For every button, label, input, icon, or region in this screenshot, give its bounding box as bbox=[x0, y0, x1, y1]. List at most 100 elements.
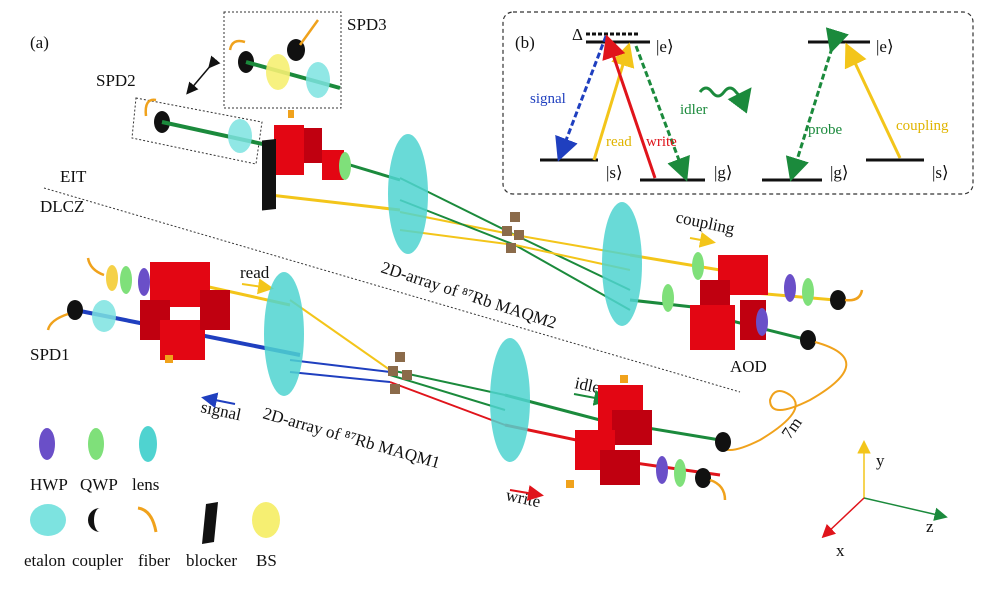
coupler-icon bbox=[67, 300, 83, 320]
coupler-icon bbox=[715, 432, 731, 452]
hwp-icon bbox=[138, 268, 150, 296]
spd3-label: SPD3 bbox=[347, 15, 387, 34]
legend-qwp-icon bbox=[88, 428, 104, 460]
probe-label-b: probe bbox=[808, 122, 842, 138]
legend-bs-icon bbox=[252, 502, 280, 538]
hwp-icon bbox=[656, 456, 668, 484]
axis-x-label: x bbox=[836, 541, 845, 560]
legend-fiber-label: fiber bbox=[138, 551, 170, 570]
level-s-left-label: |s⟩ bbox=[606, 163, 623, 182]
lens-upper-left bbox=[388, 134, 428, 254]
read-beam-source bbox=[106, 265, 118, 291]
fiber-icon bbox=[228, 39, 246, 51]
legend-hwp-icon bbox=[39, 428, 55, 460]
qwp-icon bbox=[120, 266, 132, 294]
wavy-transfer-arrow bbox=[698, 86, 752, 114]
idler-label-b: idler bbox=[680, 102, 708, 118]
spd1-label: SPD1 bbox=[30, 345, 70, 364]
level-g-right-label: |g⟩ bbox=[830, 163, 849, 182]
aod-block-upper-right bbox=[690, 255, 768, 350]
panel-b-label: (b) bbox=[515, 33, 535, 52]
write-arrow-a bbox=[509, 485, 544, 501]
spd3-box bbox=[223, 11, 342, 109]
etalon-icon bbox=[306, 62, 330, 98]
signal-arrow-a bbox=[201, 392, 236, 409]
spd2-label: SPD2 bbox=[96, 71, 136, 90]
dlcz-label: DLCZ bbox=[40, 197, 84, 216]
panel-a-label: (a) bbox=[30, 33, 49, 52]
etalon-icon bbox=[228, 119, 252, 153]
legend-coupler-label: coupler bbox=[72, 551, 123, 570]
qwp-icon bbox=[692, 252, 704, 280]
legend-fiber-icon bbox=[137, 506, 158, 533]
level-g-left-label: |g⟩ bbox=[714, 163, 733, 182]
level-e-right-label: |e⟩ bbox=[876, 37, 894, 56]
atom-array-maqm2 bbox=[502, 212, 524, 253]
legend-hwp-label: HWP bbox=[30, 475, 68, 494]
fiber-icon bbox=[86, 257, 105, 277]
legend-blocker-icon bbox=[202, 502, 218, 544]
fiber-icon bbox=[298, 19, 320, 46]
signal-transition bbox=[555, 35, 608, 162]
coupler-icon bbox=[695, 468, 711, 488]
lens-lower-right bbox=[490, 338, 530, 462]
delta-label: Δ bbox=[572, 25, 583, 44]
level-e-left-label: |e⟩ bbox=[656, 37, 674, 56]
panel-b-box bbox=[502, 11, 974, 195]
legend-lens-label: lens bbox=[132, 475, 159, 494]
lens-lower-left bbox=[264, 272, 304, 396]
etalon-icon bbox=[92, 300, 116, 332]
qwp-icon bbox=[674, 459, 686, 487]
write-label-b: write bbox=[646, 134, 677, 150]
bs-icon bbox=[266, 54, 290, 90]
axis-z-label: z bbox=[926, 517, 934, 536]
level-s-right-label: |s⟩ bbox=[932, 163, 949, 182]
legend-lens-icon bbox=[139, 426, 157, 462]
read-label-a: read bbox=[240, 263, 270, 282]
probe-transition bbox=[785, 27, 849, 182]
legend-blocker-label: blocker bbox=[186, 551, 237, 570]
coordinate-axes: y z x bbox=[821, 440, 948, 560]
fiber-length-label: 7m bbox=[778, 414, 806, 443]
eit-label: EIT bbox=[60, 167, 87, 186]
legend-etalon-icon bbox=[30, 504, 66, 536]
legend-qwp-label: QWP bbox=[80, 475, 118, 494]
legend-etalon-label: etalon bbox=[24, 551, 66, 570]
spd-switch-arrow bbox=[186, 55, 221, 95]
atom-array-maqm1 bbox=[388, 352, 412, 394]
legend-bs-label: BS bbox=[256, 551, 277, 570]
qwp-icon bbox=[662, 284, 674, 312]
spd2-box bbox=[131, 97, 263, 165]
coupler-icon bbox=[830, 290, 846, 310]
aod-block-upper bbox=[274, 110, 344, 180]
fiber-icon bbox=[709, 478, 727, 501]
write-transition bbox=[602, 34, 657, 179]
qwp-icon bbox=[802, 278, 814, 306]
write-label-a: write bbox=[504, 485, 542, 511]
fiber-icon bbox=[46, 312, 69, 331]
axis-y-label: y bbox=[876, 451, 885, 470]
aod-block-lower-left bbox=[140, 262, 230, 363]
coupling-arrow-a bbox=[689, 231, 716, 248]
coupling-transition bbox=[844, 42, 902, 159]
qwp-icon bbox=[339, 152, 351, 180]
aod-label: AOD bbox=[730, 357, 767, 376]
legend-coupler-icon bbox=[88, 508, 100, 532]
array-label-maqm1: 2D-array of ⁸⁷Rb MAQM1 bbox=[261, 404, 442, 473]
eit-dlcz-divider bbox=[43, 187, 741, 393]
hwp-icon bbox=[756, 308, 768, 336]
aod-block-lower-right bbox=[566, 375, 652, 488]
signal-label-b: signal bbox=[530, 91, 566, 107]
read-transition bbox=[592, 42, 635, 161]
fiber-icon bbox=[144, 98, 157, 117]
read-label-b: read bbox=[606, 134, 632, 150]
coupler-icon bbox=[800, 330, 816, 350]
coupling-label-a: coupling bbox=[674, 207, 737, 238]
coupling-label-b: coupling bbox=[896, 118, 949, 134]
lens-upper-right bbox=[602, 202, 642, 326]
hwp-icon bbox=[784, 274, 796, 302]
legend: HWP QWP lens etalon coupler fiber blocke… bbox=[24, 426, 280, 570]
read-arrow-a bbox=[241, 278, 274, 295]
fiber-7m bbox=[719, 341, 848, 451]
